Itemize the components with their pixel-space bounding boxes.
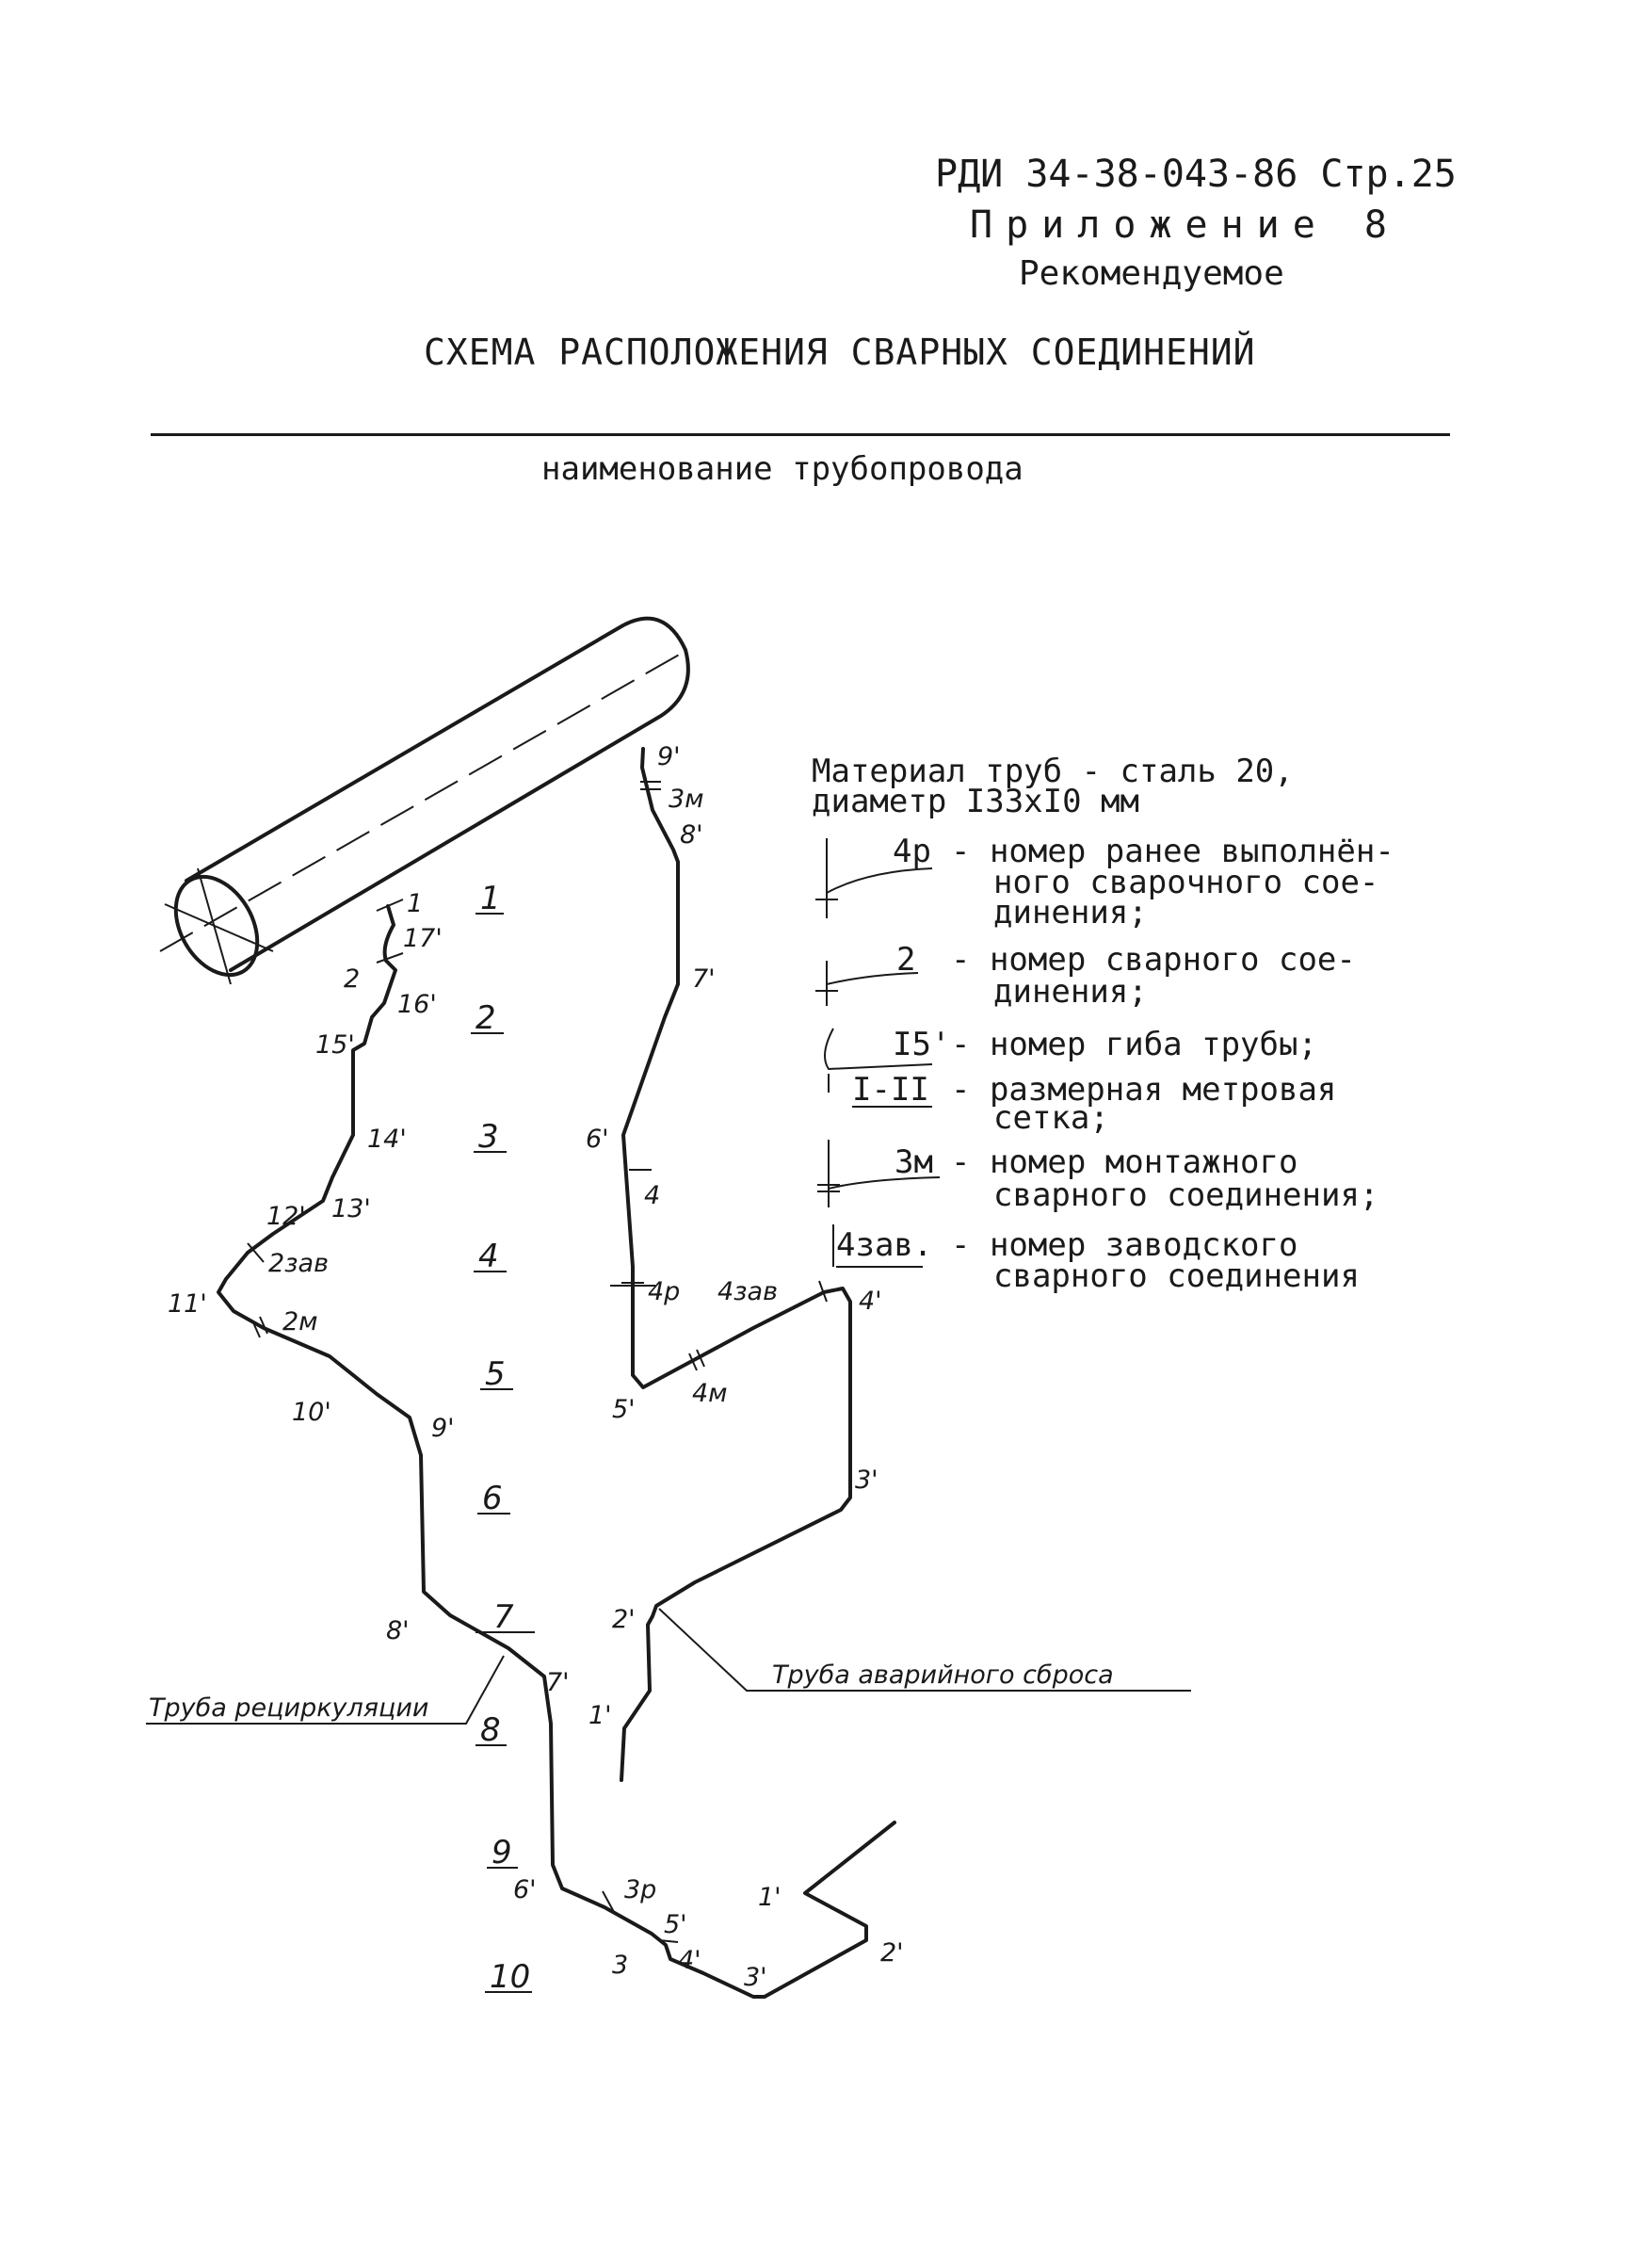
weld-mark-label: 1': [758, 1883, 782, 1912]
legend-item-assembly-weld: 3м - номер монтажного сварного соединени…: [817, 1140, 1378, 1214]
weld-mark-label: 3м: [669, 785, 704, 814]
appendix-label: Приложение 8: [970, 203, 1400, 247]
section-number: 7: [493, 1598, 514, 1636]
weld-mark-label: - номер сварного сое-: [951, 941, 1356, 979]
weld-mark-label: 13': [331, 1194, 371, 1223]
weld-mark-label: 2': [880, 1938, 904, 1968]
weld-mark-label: 9': [657, 742, 681, 771]
emergency-leader: [658, 1608, 1191, 1692]
legend-item-bend-number: I5' - номер гиба трубы;: [824, 1026, 1317, 1071]
weld-mark-label: 4: [644, 1181, 660, 1210]
weld-mark-label: 4р: [893, 833, 931, 870]
weld-ticks: [247, 781, 828, 1943]
legend-item-weld-number: 2 - номер сварного сое- динения;: [815, 941, 1356, 1011]
section-number: 9: [492, 1834, 512, 1871]
weld-mark-label: 4': [859, 1287, 882, 1316]
document-code: РДИ 34-38-043-86 Стр.25: [935, 153, 1457, 196]
left-route-marks: 1 17' 2 16' 15' 14' 12' 13' 2зав 11' 2м …: [168, 889, 904, 1992]
section-number: 2: [475, 999, 496, 1037]
weld-mark-label: 10': [292, 1398, 331, 1427]
section-number: 8: [480, 1711, 501, 1749]
right-route-marks: 9' 3м 8' 7' 6' 4 4р 4зав 4м 5' 4' 3' 2' …: [586, 742, 882, 1730]
weld-mark-label: сварного соединения: [993, 1257, 1360, 1295]
weld-mark-label: 1: [407, 889, 423, 918]
weld-mark-label: сетка;: [993, 1099, 1109, 1137]
weld-mark-label: 2зав: [268, 1249, 329, 1278]
weld-mark-label: 4м: [692, 1379, 728, 1408]
section-numbers: 1 2 3 4 5 6 7 8 9 10: [475, 880, 530, 1996]
weld-mark-label: ного сварочного сое-: [993, 864, 1378, 901]
weld-mark-label: 5': [664, 1910, 687, 1939]
weld-mark-label: 3м: [895, 1143, 933, 1181]
weld-mark-label: 9': [431, 1414, 455, 1443]
section-number: 4: [478, 1238, 499, 1275]
weld-mark-label: 6': [586, 1125, 609, 1154]
weld-mark-label: 14': [367, 1125, 407, 1154]
weld-mark-label: - номер заводского: [951, 1226, 1297, 1264]
weld-mark-label: 12': [266, 1202, 306, 1231]
legend-material: Материал труб - сталь 20,: [812, 753, 1294, 790]
weld-mark-label: 6': [513, 1875, 537, 1904]
weld-mark-label: 3': [855, 1466, 878, 1495]
weld-mark-label: динения;: [993, 894, 1148, 932]
weld-mark-label: 3': [744, 1963, 767, 1992]
weld-mark-label: 2: [896, 941, 915, 979]
status-label: Рекомендуемое: [1019, 254, 1284, 293]
weld-mark-label: сварного соединения;: [993, 1176, 1378, 1214]
weld-mark-label: 15': [315, 1030, 355, 1060]
recirculation-pipe: [217, 904, 896, 1999]
weld-mark-label: 11': [168, 1289, 207, 1319]
pipeline-name-line: [151, 433, 1450, 436]
section-number: 5: [485, 1355, 506, 1393]
legend: Материал труб - сталь 20, диаметр I33xI0…: [812, 753, 1394, 1295]
weld-mark-label: 5': [612, 1395, 636, 1424]
weld-mark-label: I5': [893, 1026, 950, 1063]
weld-mark-label: - номер ранее выполнён-: [951, 833, 1394, 870]
legend-item-factory-weld: 4зав. - номер заводского сварного соедин…: [832, 1224, 1360, 1295]
weld-mark-label: 7': [692, 964, 716, 994]
weld-mark-label: 3р: [624, 1875, 656, 1904]
weld-mark-label: динения;: [993, 973, 1148, 1011]
page-title: СХЕМА РАСПОЛОЖЕНИЯ СВАРНЫХ СОЕДИНЕНИЙ: [424, 332, 1256, 373]
weld-mark-label: - номер монтажного: [951, 1143, 1297, 1181]
weld-mark-label: 4зав.: [836, 1226, 932, 1264]
weld-mark-label: 8': [386, 1616, 410, 1645]
legend-item-metre-grid: I-II - размерная метровая сетка;: [828, 1071, 1336, 1137]
emergency-label: Труба аварийного сброса: [772, 1660, 1114, 1690]
weld-mark-label: 1': [588, 1701, 612, 1730]
weld-mark-label: I-II: [852, 1071, 929, 1109]
legend-item-previous-weld: 4р - номер ранее выполнён- ного сварочно…: [815, 833, 1394, 932]
weld-mark-label: 8': [680, 820, 703, 850]
weld-mark-label: - размерная метровая: [951, 1071, 1336, 1109]
weld-mark-label: 4зав: [717, 1277, 778, 1306]
recirculation-label: Труба рециркуляции: [149, 1693, 428, 1723]
header-pipe: [159, 616, 690, 985]
emergency-drain-pipe: [620, 747, 852, 1782]
weld-mark-label: 4': [678, 1946, 701, 1975]
section-number: 1: [480, 880, 501, 917]
weld-mark-label: 7': [546, 1668, 570, 1697]
weld-mark-label: 17': [403, 924, 443, 953]
legend-diameter: диаметр I33xI0 мм: [812, 783, 1139, 820]
weld-mark-label: 3: [612, 1951, 628, 1980]
recirculation-leader: [146, 1655, 505, 1725]
section-underlines: [471, 913, 535, 1993]
page-subtitle: наименование трубопровода: [541, 450, 1023, 488]
weld-mark-label: - номер гиба трубы;: [951, 1026, 1317, 1063]
weld-mark-label: 16': [397, 990, 437, 1019]
weld-mark-label: 2': [612, 1605, 636, 1634]
weld-mark-label: 2м: [282, 1307, 318, 1336]
weld-mark-label: 4р: [648, 1277, 680, 1306]
section-number: 6: [482, 1480, 503, 1517]
weld-mark-label: 2: [344, 964, 360, 994]
section-number: 10: [490, 1958, 530, 1996]
section-number: 3: [478, 1118, 499, 1156]
